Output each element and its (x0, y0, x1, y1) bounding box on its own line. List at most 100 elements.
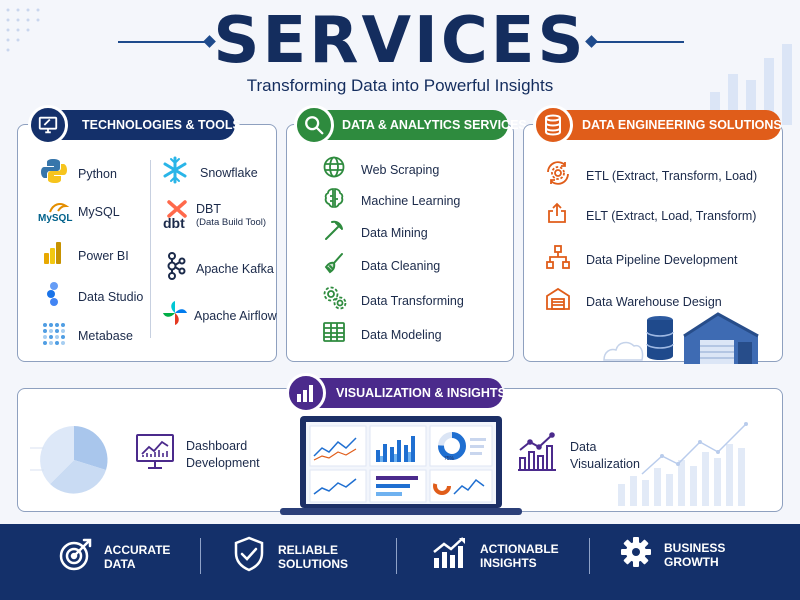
analytics-item-machine-learning: Machine Learning (322, 186, 460, 215)
page-title: SERVICES (213, 4, 587, 78)
pickaxe-icon (322, 218, 360, 247)
tool-item-metabase: Metabase (42, 321, 133, 350)
laptop-illustration: 75% (280, 414, 522, 516)
footer-label-reliable: RELIABLE SOLUTIONS (278, 543, 378, 571)
growth-chart-icon (432, 536, 480, 575)
airflow-icon (162, 300, 192, 331)
tool-item-airflow: Apache Airflow (162, 300, 277, 331)
footer-label-actionable: ACTIONABLE INSIGHTS (480, 542, 580, 570)
bar-chart-icon (286, 373, 326, 413)
tool-sublabel-dbt: (Data Build Tool) (196, 217, 267, 228)
metabase-icon (42, 321, 70, 350)
tool-item-snowflake: Snowflake (162, 156, 258, 189)
viz-item-dashboard: Dashboard Development (134, 432, 260, 477)
warehouse-icon (545, 286, 585, 317)
footer-item-actionable: ACTIONABLE INSIGHTS (432, 536, 580, 575)
header-decor-right (690, 40, 800, 125)
dbt-icon: dbt (162, 200, 192, 232)
upload-icon (545, 201, 585, 230)
tool-item-python: Python (40, 157, 117, 190)
database-icon (533, 105, 573, 145)
magnifier-icon (294, 105, 334, 145)
gear-icon (620, 536, 664, 573)
brain-icon (322, 186, 360, 215)
mysql-logo-text: MySQL (38, 213, 73, 224)
footer-accurate-line2: DATA (104, 556, 136, 571)
dashboard-icon (134, 432, 186, 477)
dashboard-text: Dashboard Development (186, 438, 260, 472)
engineering-item-warehouse: Data Warehouse Design (545, 286, 722, 317)
dbt-logo-text: dbt (163, 215, 185, 231)
footer-divider-2 (396, 538, 397, 574)
engineering-label-elt: ELT (Extract, Load, Transform) (586, 208, 757, 223)
tool-label-airflow: Apache Airflow (194, 308, 277, 323)
footer-label-business: BUSINESS GROWTH (664, 541, 764, 569)
header-decor-left (0, 0, 80, 80)
engineering-header: DATA ENGINEERING SOLUTIONS (538, 110, 782, 140)
gears-icon (322, 285, 360, 316)
snowflake-icon (162, 156, 192, 189)
footer-actionable-line1: ACTIONABLE (480, 541, 559, 556)
footer-accurate-line1: ACCURATE (104, 542, 171, 557)
analytics-label-machine-learning: Machine Learning (361, 193, 461, 208)
engineering-label-warehouse: Data Warehouse Design (586, 294, 722, 309)
python-icon (40, 157, 70, 190)
footer-item-accurate: ACCURATE DATA (58, 536, 204, 577)
dbt-text-group: DBT (Data Build Tool) (196, 203, 266, 229)
tool-label-mysql: MySQL (78, 205, 120, 219)
analytics-item-data-cleaning: Data Cleaning (322, 251, 440, 280)
footer-actionable-line2: INSIGHTS (480, 555, 537, 570)
tool-label-datastudio: Data Studio (78, 289, 144, 304)
tool-label-metabase: Metabase (78, 328, 133, 343)
monitor-icon (28, 105, 68, 145)
target-icon (58, 536, 104, 577)
table-icon (322, 320, 360, 349)
dataviz-text: Data Visualization (570, 439, 640, 473)
analytics-item-data-transforming: Data Transforming (322, 285, 464, 316)
title-rule-left (118, 41, 210, 43)
footer-bar (0, 524, 800, 600)
engineering-item-etl: ETL (Extract, Transform, Load) (545, 160, 757, 191)
footer-reliable-line1: RELIABLE (278, 542, 338, 557)
tool-label-dbt: DBT (196, 202, 221, 216)
dataviz-line2: Visualization (570, 456, 640, 471)
tool-item-mysql: MySQL MySQL (36, 198, 120, 226)
technologies-title: TECHNOLOGIES & TOOLS (82, 118, 241, 132)
cycle-gear-icon (545, 160, 585, 191)
tool-item-powerbi: Power BI (42, 241, 129, 270)
engineering-title: DATA ENGINEERING SOLUTIONS (582, 118, 782, 132)
dashboard-line2: Development (186, 455, 260, 470)
engineering-item-elt: ELT (Extract, Load, Transform) (545, 201, 756, 230)
tool-label-powerbi: Power BI (78, 248, 129, 263)
mysql-icon: MySQL (36, 198, 74, 226)
engineering-label-pipeline: Data Pipeline Development (586, 252, 738, 267)
visualization-title: VISUALIZATION & INSIGHTS (336, 386, 506, 400)
analytics-label-data-cleaning: Data Cleaning (361, 258, 441, 273)
analytics-label-data-mining: Data Mining (361, 225, 428, 240)
tool-label-snowflake: Snowflake (200, 165, 258, 180)
powerbi-icon (42, 241, 70, 270)
viz-decor-right (612, 420, 772, 506)
globe-icon (322, 155, 360, 184)
laptop-donut-label: 75% (444, 456, 455, 462)
shield-check-icon (232, 536, 278, 577)
dataviz-line1: Data (570, 439, 597, 454)
footer-reliable-line2: SOLUTIONS (278, 556, 349, 571)
technologies-divider (150, 160, 151, 338)
tool-label-kafka: Apache Kafka (196, 261, 274, 276)
visualization-header: VISUALIZATION & INSIGHTS (300, 378, 506, 408)
line-chart-icon (514, 432, 570, 479)
analytics-item-web-scraping: Web Scraping (322, 155, 439, 184)
page-subtitle: Transforming Data into Powerful Insights (246, 76, 554, 95)
kafka-icon (164, 252, 192, 285)
analytics-label-data-modeling: Data Modeling (361, 327, 442, 342)
footer-label-accurate: ACCURATE DATA (104, 543, 204, 571)
title-rule-right (592, 41, 684, 43)
footer-business-line1: BUSINESS (664, 540, 726, 555)
tool-label-python: Python (78, 166, 117, 181)
broom-icon (322, 251, 360, 280)
analytics-header: DATA & ANALYTICS SERVICES (300, 110, 527, 140)
tool-item-kafka: Apache Kafka (164, 252, 274, 285)
warehouse-illustration (600, 308, 768, 368)
analytics-item-data-mining: Data Mining (322, 218, 428, 247)
